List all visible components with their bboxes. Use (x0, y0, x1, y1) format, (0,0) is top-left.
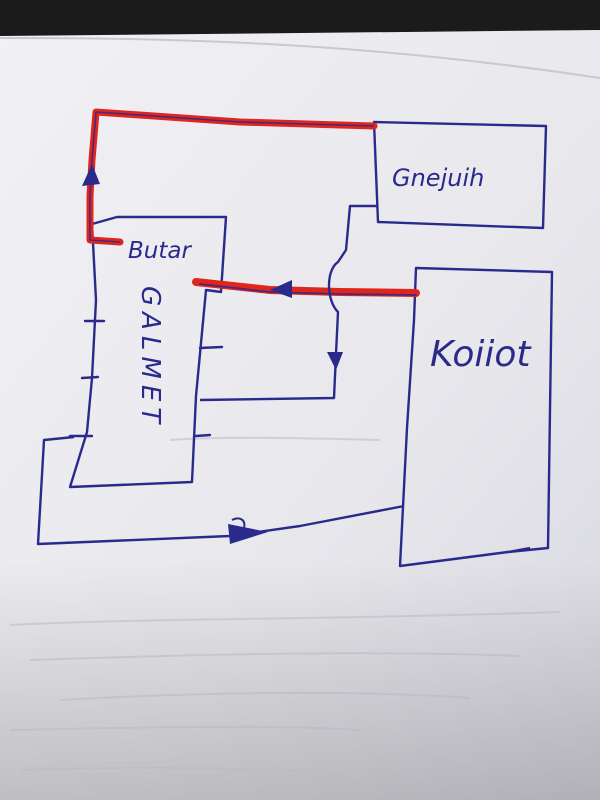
arrow-up-icon (82, 164, 100, 186)
paper-shading (0, 560, 600, 800)
paper-edge-line (0, 37, 600, 79)
arrow-down-icon (327, 352, 343, 370)
label-left-block-vertical: GALMET (135, 286, 165, 429)
arrow-scribble (231, 517, 246, 539)
blue-wire-bottom (36, 435, 405, 546)
pin-tick (80, 375, 100, 380)
block-right (398, 266, 554, 568)
blue-wire-down (199, 204, 378, 402)
right-block-corner-mark (507, 546, 531, 554)
pin-tick (194, 433, 212, 438)
label-left-block: Butar (128, 238, 192, 264)
label-top-right-block: Gnejuih (392, 164, 484, 192)
block-left (68, 215, 228, 489)
arrow-left-icon (270, 280, 292, 298)
label-right-block: Koiiot (430, 334, 532, 375)
red-wire-top-loop-ink (89, 111, 375, 243)
pin-tick (198, 345, 224, 350)
block-top-right (372, 120, 548, 230)
red-wire-middle-ink (199, 283, 417, 296)
show-through-text (9, 436, 561, 773)
arrow-right-icon (228, 524, 268, 544)
left-block-pin-ticks (68, 319, 224, 438)
red-wire-middle (192, 278, 420, 297)
